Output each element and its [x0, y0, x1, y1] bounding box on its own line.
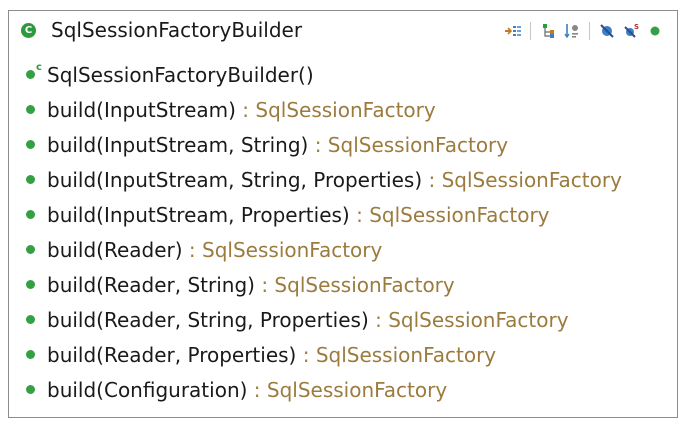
- toolbar-separator: [589, 22, 590, 40]
- hide-fields-icon[interactable]: [597, 21, 617, 41]
- public-method-icon: [26, 210, 35, 219]
- class-icon-letter: C: [24, 24, 33, 36]
- member-row[interactable]: build(Reader) : SqlSessionFactory: [9, 232, 677, 267]
- public-method-icon: [26, 385, 35, 394]
- member-signature: build(Reader, Properties) : SqlSessionFa…: [47, 342, 497, 367]
- hide-static-icon[interactable]: S: [621, 21, 641, 41]
- member-signature: build(InputStream, String) : SqlSessionF…: [47, 132, 509, 157]
- public-method-icon: [26, 175, 35, 184]
- member-row[interactable]: build(Reader, String, Properties) : SqlS…: [9, 302, 677, 337]
- show-inherited-icon[interactable]: [538, 21, 558, 41]
- member-signature: build(Reader, String) : SqlSessionFactor…: [47, 272, 455, 297]
- public-method-icon: [26, 350, 35, 359]
- outline-view: C SqlSessionFactoryBuilder: [8, 10, 678, 418]
- member-row[interactable]: build(InputStream) : SqlSessionFactory: [9, 92, 677, 127]
- class-title: SqlSessionFactoryBuilder: [51, 18, 303, 42]
- member-row[interactable]: build(Reader, Properties) : SqlSessionFa…: [9, 337, 677, 372]
- svg-text:S: S: [634, 23, 639, 31]
- member-list: c SqlSessionFactoryBuilder() build(Input…: [9, 57, 677, 407]
- public-method-icon: [26, 280, 35, 289]
- member-row[interactable]: build(InputStream, String) : SqlSessionF…: [9, 127, 677, 162]
- member-signature: build(InputStream, String, Properties) :…: [47, 167, 622, 192]
- constructor-mark: c: [36, 62, 42, 73]
- toolbar-separator: [530, 22, 531, 40]
- public-method-icon: [26, 315, 35, 324]
- public-constructor-icon: [26, 70, 35, 79]
- expand-hierarchy-icon[interactable]: [503, 21, 523, 41]
- member-signature: build(InputStream) : SqlSessionFactory: [47, 97, 436, 122]
- public-method-icon: [26, 105, 35, 114]
- outline-header: C SqlSessionFactoryBuilder: [9, 11, 677, 51]
- member-signature: build(Reader) : SqlSessionFactory: [47, 237, 383, 262]
- member-row[interactable]: build(Configuration) : SqlSessionFactory: [9, 372, 677, 407]
- public-method-icon: [26, 140, 35, 149]
- member-signature: build(Reader, String, Properties) : SqlS…: [47, 307, 569, 332]
- member-row-constructor[interactable]: c SqlSessionFactoryBuilder(): [9, 57, 677, 92]
- member-row[interactable]: build(Reader, String) : SqlSessionFactor…: [9, 267, 677, 302]
- class-icon: C: [21, 23, 36, 38]
- sort-icon[interactable]: [562, 21, 582, 41]
- member-signature: SqlSessionFactoryBuilder(): [47, 62, 314, 87]
- member-signature: build(Configuration) : SqlSessionFactory: [47, 377, 448, 402]
- member-signature: build(InputStream, Properties) : SqlSess…: [47, 202, 550, 227]
- outline-toolbar: S: [503, 20, 665, 42]
- public-method-icon: [26, 245, 35, 254]
- hide-nonpublic-icon[interactable]: [645, 21, 665, 41]
- member-row[interactable]: build(InputStream, Properties) : SqlSess…: [9, 197, 677, 232]
- member-row[interactable]: build(InputStream, String, Properties) :…: [9, 162, 677, 197]
